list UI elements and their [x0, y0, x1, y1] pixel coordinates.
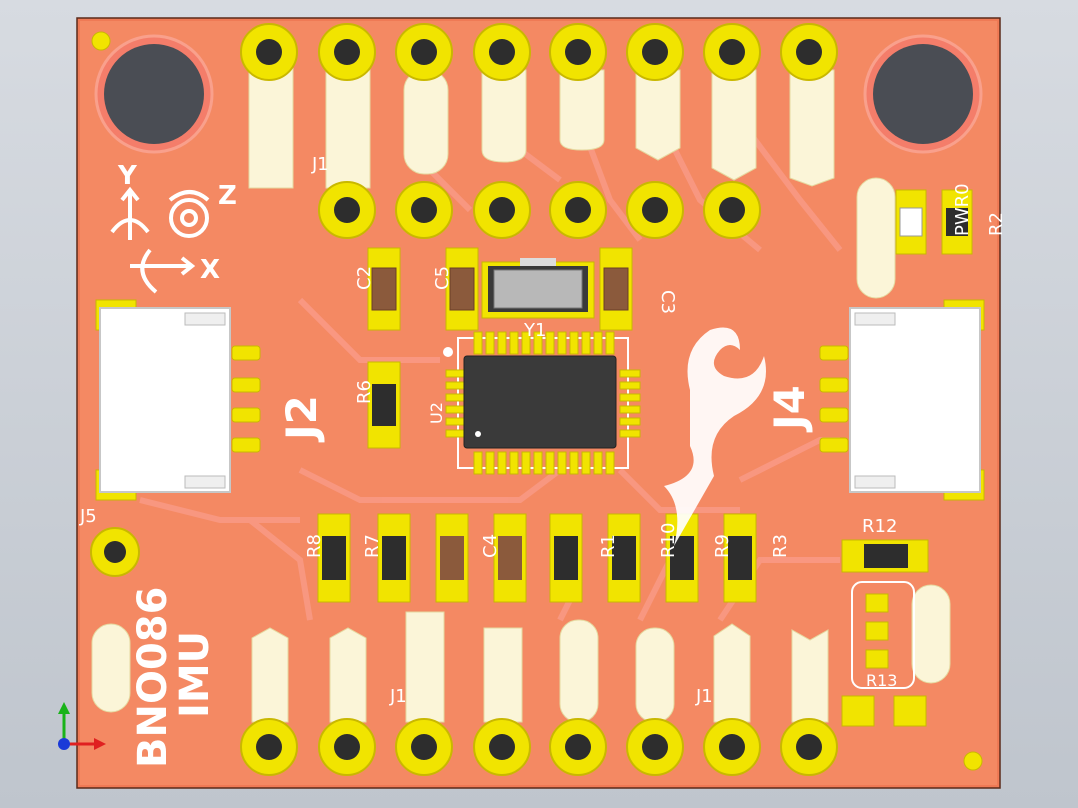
label-r7: R7 — [362, 534, 383, 558]
axis-y-label: Y — [117, 161, 138, 191]
label-j5: J5 — [79, 506, 97, 527]
label-r12: R12 — [862, 516, 897, 537]
axis-x-label: X — [200, 255, 220, 285]
header-top-row — [240, 23, 838, 239]
pad — [841, 695, 875, 727]
label-j1-bottom: J1 — [389, 686, 407, 707]
product-sub: IMU — [172, 631, 218, 718]
mounting-hole-icon — [863, 34, 983, 154]
product-name: BNO086 — [130, 587, 176, 768]
axis-triad-icon — [110, 186, 210, 294]
label-r13: R13 — [866, 671, 897, 690]
crystal-y1 — [481, 258, 595, 319]
ic-u2 — [443, 331, 641, 475]
axis-triad-icon — [58, 702, 106, 750]
axis-z-label: Z — [218, 181, 237, 211]
resistor-r12 — [841, 539, 929, 573]
label-pwr0: PWR0 — [952, 183, 973, 236]
label-c3: C3 — [657, 290, 678, 314]
label-u2: U2 — [427, 402, 446, 424]
pad — [893, 695, 927, 727]
fiducial — [963, 751, 983, 771]
logo-icon — [664, 327, 766, 546]
slot-pad — [856, 177, 896, 299]
label-r3: R3 — [770, 534, 791, 558]
label-r8: R8 — [304, 534, 325, 558]
label-r10: R10 — [658, 523, 679, 558]
jumper-r13 — [851, 581, 915, 689]
connector-j2 — [95, 299, 261, 501]
label-y1: Y1 — [523, 320, 546, 341]
label-c2: C2 — [354, 266, 375, 290]
label-r6: R6 — [354, 380, 375, 404]
label-j2: J2 — [277, 395, 326, 443]
mounting-hole-icon — [94, 34, 214, 154]
label-r9: R9 — [712, 534, 733, 558]
slot-pad — [911, 584, 951, 684]
label-j1-bottom-right: J1 — [695, 686, 713, 707]
smd-vertical — [317, 189, 973, 603]
label-r2: R2 — [986, 212, 1007, 236]
fiducial — [91, 31, 111, 51]
connector-j4 — [819, 299, 985, 501]
label-j1-top: J1 — [311, 154, 329, 175]
label-c4: C4 — [480, 534, 501, 558]
header-bottom-row — [90, 527, 838, 776]
label-j4: J4 — [765, 385, 814, 433]
label-r1: R1 — [598, 534, 619, 558]
label-c5: C5 — [432, 266, 453, 290]
